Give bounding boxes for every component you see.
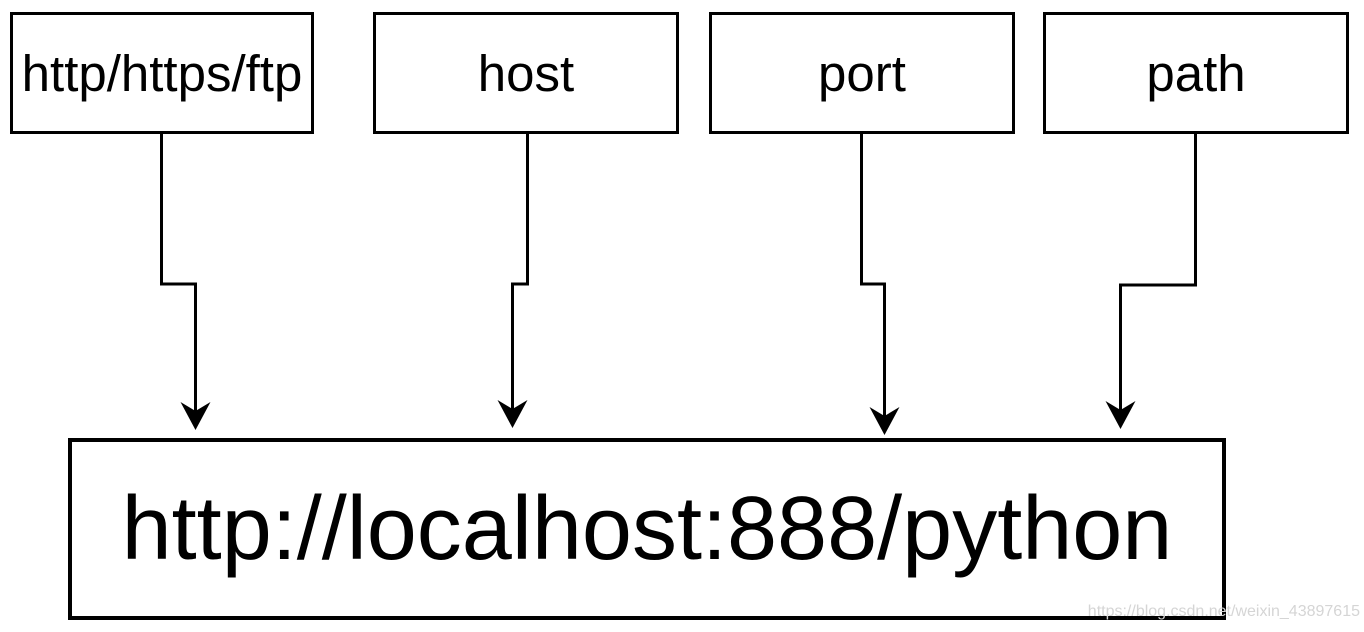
arrow-port-head-icon [869, 407, 900, 435]
arrow-port-shaft [860, 133, 886, 419]
label-box-host: host [373, 12, 679, 134]
label-host-text: host [477, 44, 575, 102]
arrow-scheme-head-icon [180, 402, 211, 430]
arrow-scheme-shaft [160, 133, 197, 414]
label-box-port: port [709, 12, 1015, 134]
url-text: http://localhost:888/python [121, 479, 1173, 579]
arrow-path-shaft [1119, 134, 1197, 413]
arrow-path-head-icon [1105, 401, 1136, 429]
watermark-text: https://blog.csdn.net/weixin_43897615 [1087, 603, 1360, 620]
label-scheme-text: http/https/ftp [21, 44, 303, 102]
arrow-port [860, 133, 900, 435]
arrow-path [1105, 134, 1197, 429]
url-box: http://localhost:888/python [68, 438, 1226, 620]
arrow-scheme [160, 133, 211, 430]
arrow-host-head-icon [497, 400, 528, 428]
arrow-host-shaft [511, 133, 529, 412]
label-port-text: port [818, 44, 906, 102]
label-box-path: path [1043, 12, 1349, 134]
label-path-text: path [1146, 44, 1246, 102]
label-box-scheme: http/https/ftp [10, 12, 314, 134]
arrow-host [497, 133, 529, 428]
